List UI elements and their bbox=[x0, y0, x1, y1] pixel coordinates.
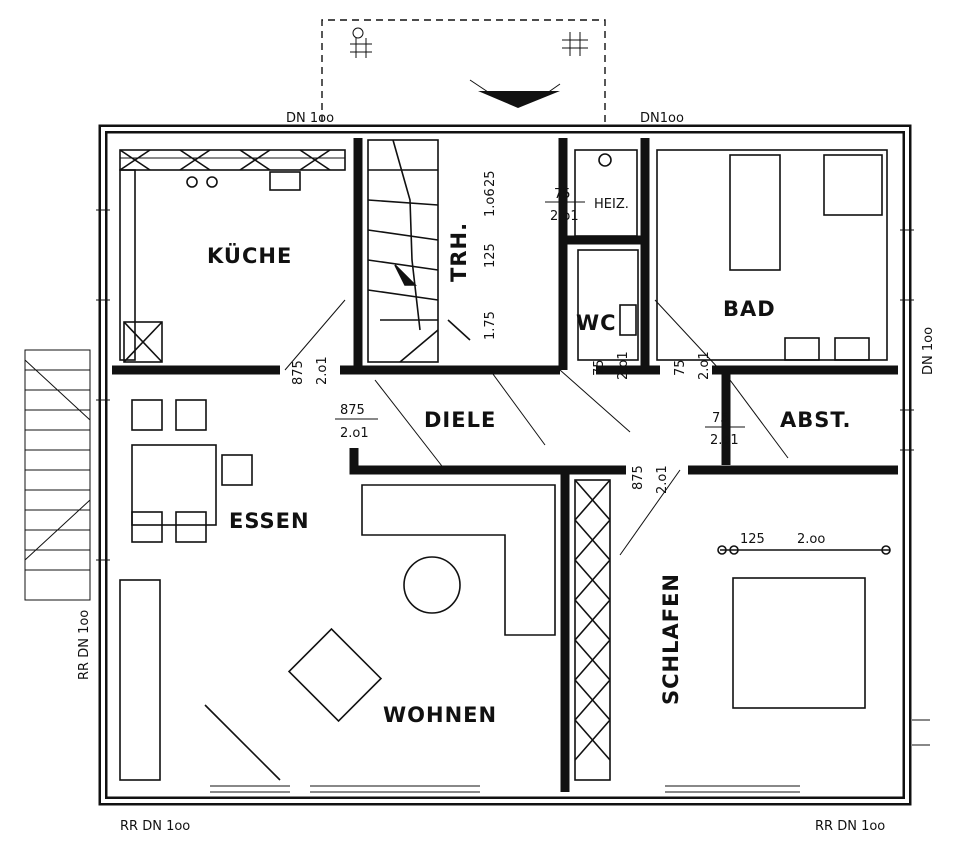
exterior-walls bbox=[98, 124, 912, 806]
room-label-abst: ABST. bbox=[780, 408, 852, 432]
dimension-diele-door-top: 875 bbox=[340, 403, 365, 418]
wc-fixtures bbox=[574, 149, 639, 361]
living-furniture bbox=[119, 484, 556, 781]
terrace-steps bbox=[24, 349, 91, 601]
interior-walls bbox=[112, 138, 898, 792]
annotation-dn-top-right: DN1oo bbox=[640, 111, 684, 126]
room-label-kueche: KÜCHE bbox=[207, 243, 292, 268]
dimension-bad-top: 75 bbox=[673, 359, 688, 376]
dimension-25: 25 bbox=[483, 170, 498, 187]
dimension-bad-bottom: 2.o1 bbox=[697, 351, 712, 380]
dining-set bbox=[131, 399, 253, 543]
annotation-rr-dn-bottom-left: RR DN 1oo bbox=[120, 819, 190, 834]
room-label-wohnen: WOHNEN bbox=[383, 703, 497, 727]
balcony-outline bbox=[321, 19, 606, 122]
dimension-1-75: 1.75 bbox=[483, 311, 498, 340]
orientation-marker bbox=[478, 91, 560, 108]
room-label-diele: DIELE bbox=[424, 408, 496, 432]
dimension-bed-left: 125 bbox=[740, 532, 765, 547]
dimension-kueche-top: 875 bbox=[291, 360, 306, 385]
annotation-rr-dn-left: RR DN 1oo bbox=[77, 610, 92, 680]
room-label-essen: ESSEN bbox=[229, 509, 310, 533]
dimension-schlafen-bottom: 2.o1 bbox=[655, 465, 670, 494]
bedroom-furniture bbox=[574, 479, 891, 781]
dimension-diele-door-bottom: 2.o1 bbox=[340, 426, 369, 441]
kitchen-counter bbox=[119, 149, 346, 363]
bath-fixtures bbox=[656, 149, 888, 361]
room-label-schlafen: SCHLAFEN bbox=[659, 573, 683, 705]
door-swings bbox=[284, 299, 789, 556]
annotation-dn-right: DN 1oo bbox=[921, 327, 936, 375]
dimension-heiz-bottom: 2.o1 bbox=[550, 209, 579, 224]
annotation-dn-top-left: DN 1oo bbox=[286, 111, 334, 126]
dimension-schlafen-top: 875 bbox=[631, 465, 646, 490]
dimension-1-06: 1.o6 bbox=[483, 188, 498, 217]
room-label-heiz: HEIZ. bbox=[594, 197, 629, 212]
annotation-rr-dn-bottom-right: RR DN 1oo bbox=[815, 819, 885, 834]
dimension-125: 125 bbox=[483, 243, 498, 268]
dimension-wc-top: 75 bbox=[592, 359, 607, 376]
dimension-abst-top: 75 bbox=[712, 411, 729, 426]
room-label-trh: TRH. bbox=[447, 222, 471, 282]
dimension-wc-bottom: 2.o1 bbox=[616, 351, 631, 380]
room-label-bad: BAD bbox=[723, 297, 776, 321]
dimension-bed-width: 2.oo bbox=[797, 532, 825, 547]
room-label-wc: WC bbox=[576, 311, 617, 335]
staircase bbox=[367, 139, 471, 363]
dimension-heiz-top: 75 bbox=[554, 187, 571, 202]
dimension-abst-bottom: 2.o1 bbox=[710, 433, 739, 448]
dimension-kueche-bottom: 2.o1 bbox=[315, 356, 330, 385]
